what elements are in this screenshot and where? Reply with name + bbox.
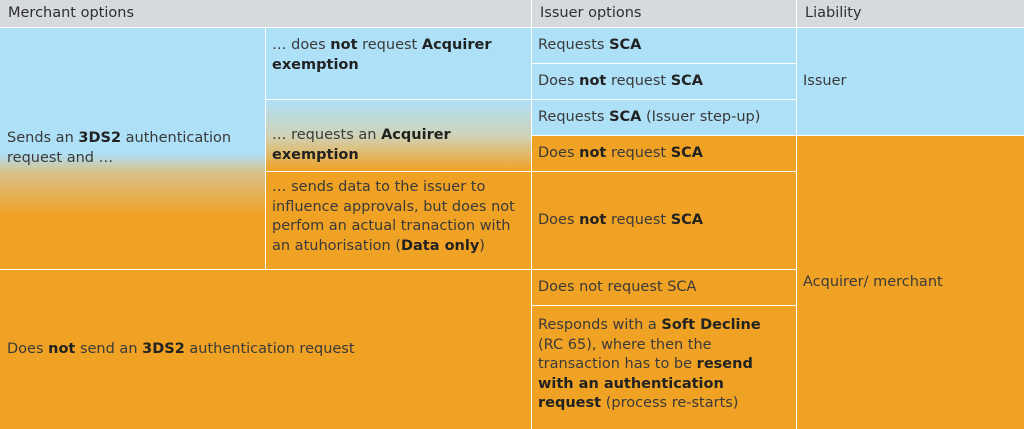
header-merchant-options: Merchant options	[0, 0, 531, 27]
header-liability: Liability	[797, 0, 1024, 27]
header-issuer-options: Issuer options	[532, 0, 796, 27]
issuer-no-sca-4: Does not request SCA	[532, 270, 796, 305]
issuer-no-sca-3: Does not request SCA	[532, 172, 796, 269]
issuer-no-sca-2: Does not request SCA	[532, 136, 796, 171]
merchant-requests-exemption: … requests an Acquirer exemption	[266, 100, 531, 171]
merchant-sends-3ds2: Sends an 3DS2 authentication request and…	[0, 28, 265, 269]
merchant-no-3ds2: Does not send an 3DS2 authentication req…	[0, 270, 531, 429]
liability-acquirer-merchant: Acquirer/ merchant	[797, 136, 1024, 429]
liability-issuer: Issuer	[797, 28, 1024, 135]
issuer-step-up: Requests SCA (Issuer step-up)	[532, 100, 796, 135]
issuer-no-sca-1: Does not request SCA	[532, 64, 796, 99]
issuer-requests-sca: Requests SCA	[532, 28, 796, 63]
merchant-no-exemption: … does not request Acquirer exemption	[266, 28, 531, 99]
issuer-soft-decline: Responds with a Soft Decline (RC 65), wh…	[532, 306, 796, 429]
merchant-data-only: … sends data to the issuer to influence …	[266, 172, 531, 269]
